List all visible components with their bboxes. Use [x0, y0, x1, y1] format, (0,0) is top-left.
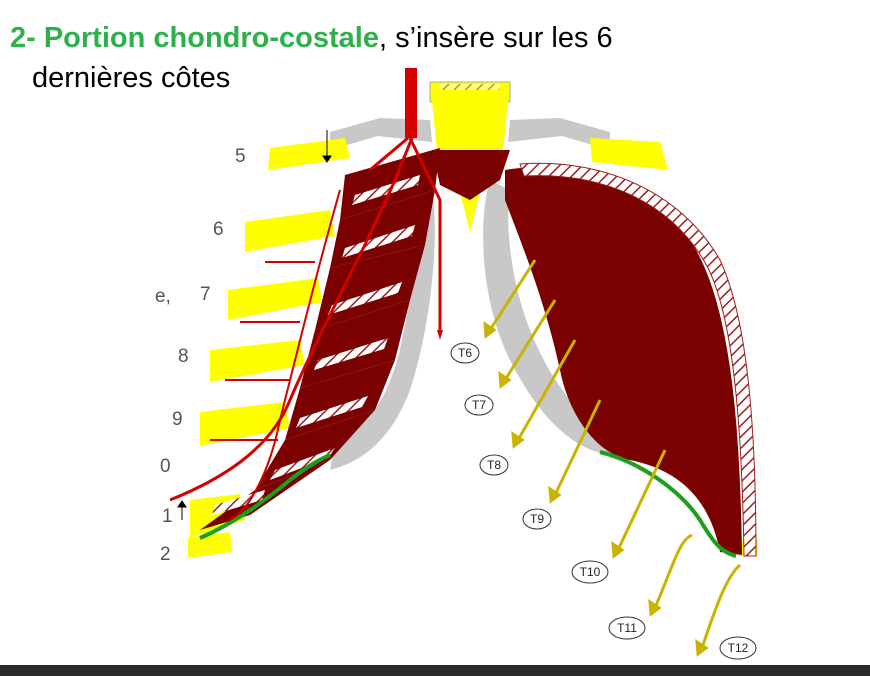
rib-label-10: 0: [160, 456, 171, 477]
nerve-labels: T6 T7 T8 T9 T10 T11 T12: [450, 342, 757, 660]
heading-strong: 2- Portion chondro-costale: [10, 22, 379, 54]
nerve-label-t8: T8: [479, 454, 509, 476]
heading-line2: dernières côtes: [32, 62, 231, 94]
right-insertion-line: [599, 450, 737, 558]
left-cartilages: [188, 138, 350, 558]
nerve-label-t12: T12: [719, 636, 757, 660]
svg-text:T7: T7: [472, 398, 486, 412]
rib-label-12: 2: [160, 544, 171, 565]
central-crura: [432, 150, 510, 200]
rib-label-11: 1: [162, 506, 173, 527]
nerve-label-t11: T11: [608, 616, 646, 640]
svg-text:T6: T6: [458, 346, 472, 360]
svg-text:T12: T12: [728, 641, 749, 655]
rib-label-5: 5: [235, 146, 246, 167]
left-hatched-bands: [212, 175, 420, 515]
right-hatched-edge: [519, 162, 757, 557]
rib-label-7: 7: [200, 284, 211, 305]
bottom-bar: [0, 665, 870, 676]
rib-labels: 5 6 e, 7 8 9 0 1 2: [155, 146, 246, 565]
svg-text:T11: T11: [617, 621, 637, 635]
slide-heading: 2- Portion chondro-costale, s’insère sur…: [10, 22, 613, 54]
nerve-label-t6: T6: [450, 342, 480, 364]
rib-label-6: 6: [213, 219, 224, 240]
nerve-label-t10: T10: [571, 560, 609, 584]
right-diaphragm-muscle: [505, 167, 742, 555]
rib-label-8: 8: [178, 346, 189, 367]
rib-label-e: e,: [155, 286, 171, 307]
rib-label-9: 9: [172, 409, 183, 430]
nerve-label-t9: T9: [522, 508, 552, 530]
svg-text:T8: T8: [487, 458, 501, 472]
heading-rest: , s’insère sur les 6: [378, 22, 613, 54]
intercostal-nerves: [483, 259, 742, 657]
arteries: [169, 68, 443, 521]
rib-arrows: [177, 130, 332, 520]
left-insertion-line: [199, 453, 331, 540]
svg-text:T9: T9: [530, 512, 544, 526]
svg-text:T10: T10: [580, 565, 601, 579]
nerve-label-t7: T7: [464, 394, 494, 416]
